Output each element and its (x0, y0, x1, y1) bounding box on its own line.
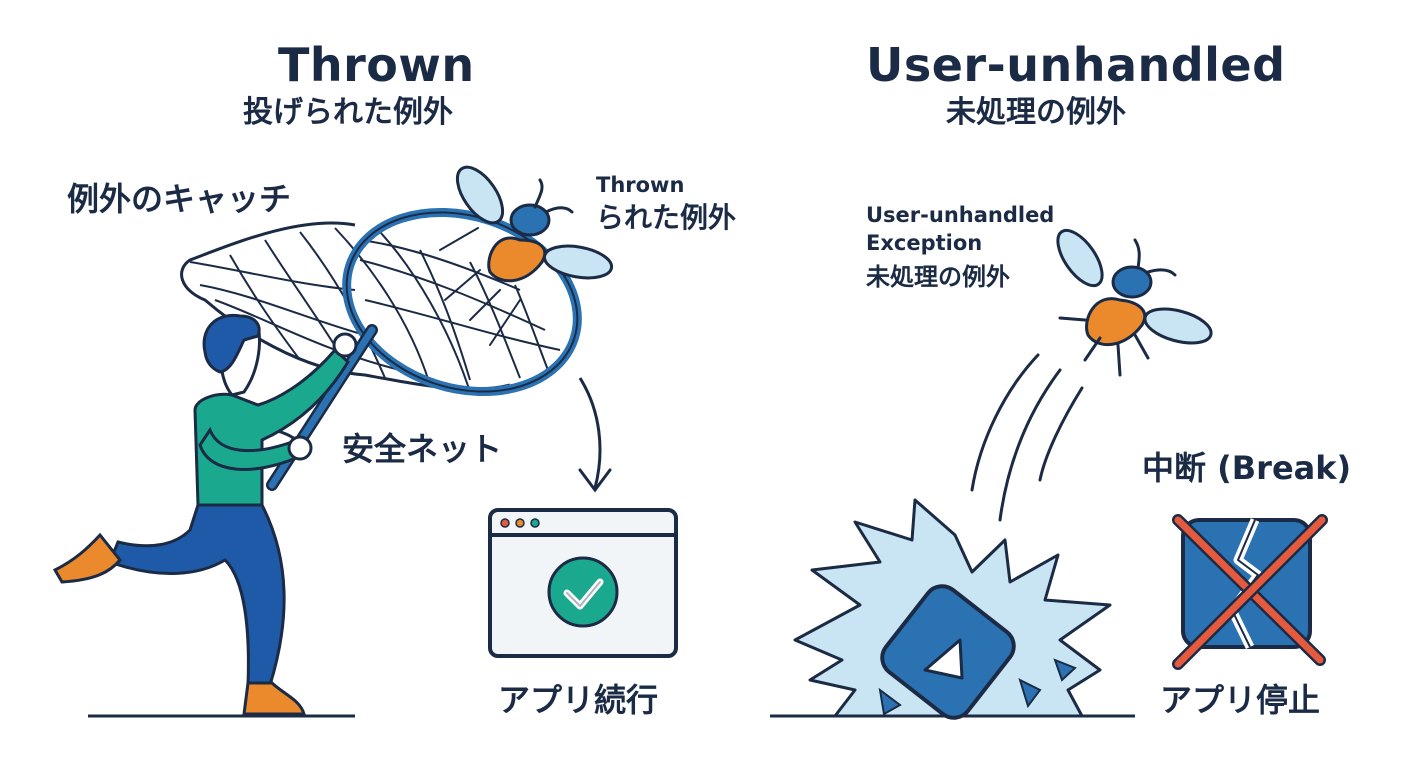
cross-icon (1172, 514, 1328, 670)
app-continue-label: アプリ続行 (498, 681, 659, 719)
unhandled-bug-label-line1: User-unhandled (866, 203, 1055, 227)
catch-label: 例外のキャッチ (67, 180, 292, 218)
flow-arrow (578, 377, 602, 489)
unhandled-bug-label-ja: 未処理の例外 (866, 263, 1010, 291)
app-window-icon (488, 508, 678, 658)
crash-burst-icon (793, 498, 1112, 720)
fall-trail (970, 353, 1084, 522)
thrown-bug-label-ja: られた例外 (596, 201, 737, 234)
right-title-ja: 未処理の例外 (946, 95, 1126, 130)
broken-app-icon (1172, 514, 1328, 670)
right-title-en: User-unhandled (866, 38, 1286, 92)
safety-net-label: 安全ネット (342, 430, 503, 468)
thrown-bug-label-en: Thrown (596, 173, 685, 197)
bug-icon (1056, 228, 1213, 377)
app-stop-label: アプリ停止 (1160, 681, 1321, 719)
check-icon (547, 556, 619, 628)
app-icon (880, 584, 1016, 720)
unhandled-bug-label-line2: Exception (866, 231, 983, 255)
person-icon (52, 313, 358, 716)
bug-icon (455, 165, 614, 283)
left-title-ja: 投げられた例外 (243, 95, 453, 130)
break-label: 中断 (Break) (1142, 449, 1352, 487)
left-title-en: Thrown (278, 38, 475, 92)
